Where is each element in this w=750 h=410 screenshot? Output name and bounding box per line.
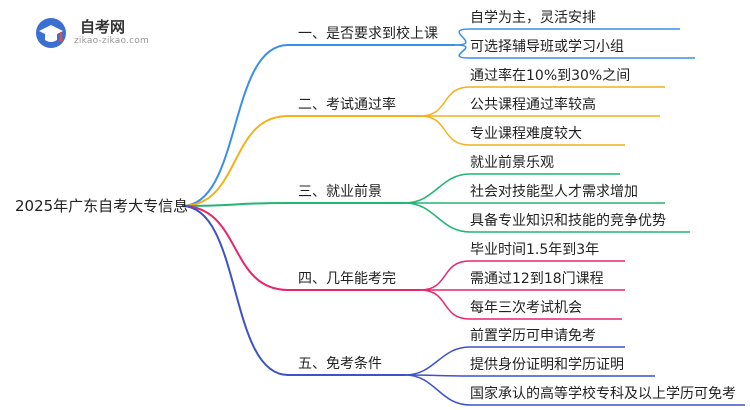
- leaf-connector: [419, 289, 622, 320]
- logo-url: zikao-zikao.com: [74, 36, 149, 46]
- leaf-label: 通过率在10%到30%之间: [470, 68, 631, 84]
- site-logo[interactable]: 自考网 zikao-zikao.com: [34, 14, 174, 54]
- logo-name: 自考网: [80, 18, 126, 36]
- leaf-connector: [404, 374, 655, 377]
- branch-label: 五、免考条件: [298, 356, 382, 372]
- leaf-connector: [419, 86, 665, 117]
- leaf-connector: [404, 173, 620, 204]
- branch-label: 四、几年能考完: [298, 271, 396, 287]
- leaf-label: 专业课程难度较大: [470, 126, 582, 142]
- leaf-label: 毕业时间1.5年到3年: [470, 242, 600, 258]
- branch-connector: [181, 115, 420, 207]
- leaf-label: 国家承认的高等学校专科及以上学历可免考: [470, 386, 736, 402]
- branch-connector: [181, 205, 405, 376]
- leaf-label: 可选择辅导班或学习小组: [470, 39, 624, 55]
- leaf-connector: [404, 374, 745, 406]
- leaf-label: 社会对技能型人才需求增加: [470, 184, 638, 200]
- leaf-connector: [454, 28, 680, 46]
- branch-label: 三、就业前景: [298, 184, 382, 200]
- branch-connector: [181, 202, 405, 207]
- branch-connector: [181, 205, 420, 291]
- leaf-label: 前置学历可申请免考: [470, 328, 596, 344]
- leaf-label: 自学为主，灵活安排: [470, 10, 596, 26]
- leaf-connector: [419, 115, 625, 146]
- leaf-label: 就业前景乐观: [470, 155, 554, 171]
- leaf-connector: [404, 346, 625, 376]
- branch-label: 一、是否要求到校上课: [298, 26, 438, 42]
- root-topic: 2025年广东自考大专信息: [15, 197, 189, 215]
- leaf-connector: [404, 202, 690, 233]
- leaf-label: 需通过12到18门课程: [470, 271, 604, 287]
- leaf-label: 具备专业知识和技能的竞争优势: [470, 213, 666, 229]
- graduation-cap-icon: [36, 18, 66, 48]
- leaf-label: 提供身份证明和学历证明: [470, 357, 624, 373]
- leaf-label: 公共课程通过率较高: [470, 97, 596, 113]
- leaf-label: 每年三次考试机会: [470, 300, 582, 316]
- branch-connector: [181, 44, 455, 207]
- leaf-connector: [419, 260, 625, 291]
- branch-label: 二、考试通过率: [298, 97, 396, 113]
- leaf-connector: [454, 44, 695, 59]
